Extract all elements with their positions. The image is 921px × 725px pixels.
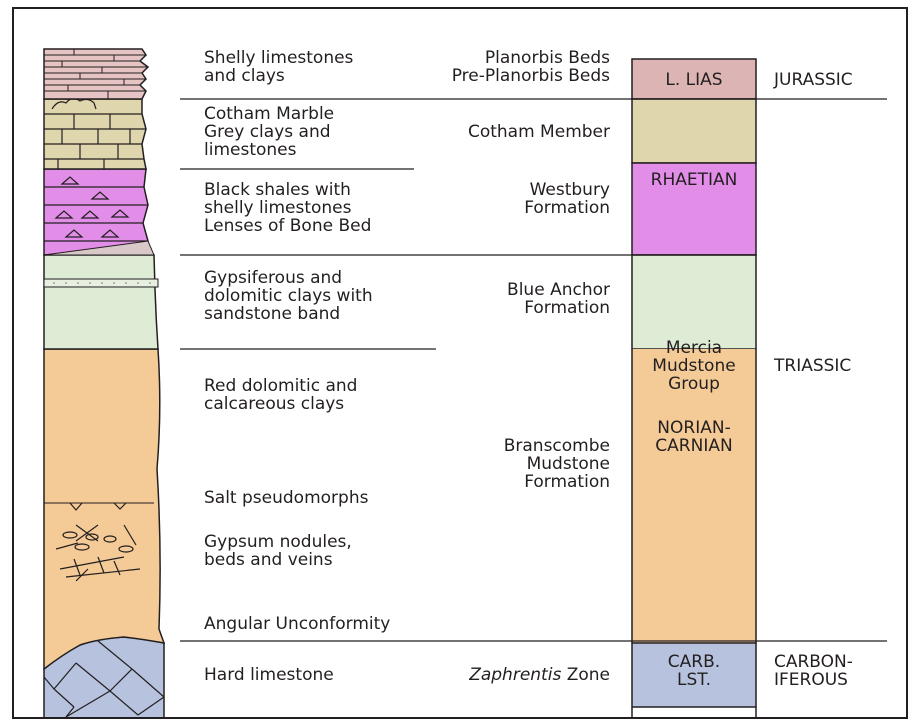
sandstone-band (44, 279, 158, 287)
formation-blue-anchor: Formation (524, 298, 610, 318)
desc-black-shales: Black shales with (204, 180, 351, 200)
desc-red-clays: Red dolomitic and (204, 376, 357, 396)
stage-mercia: Group (668, 374, 720, 394)
formation-names: Planorbis Beds Pre-Planorbis Beds Cotham… (452, 48, 610, 685)
stage-norian-carnian: NORIAN- (657, 418, 730, 438)
desc-gypsiferous: sandstone band (204, 304, 340, 324)
formation-westbury: Formation (524, 198, 610, 218)
desc-gypsum: beds and veins (204, 550, 333, 570)
formation-zaphrentis-zone: Zaphrentis Zone (468, 665, 610, 685)
formation-branscombe: Mudstone (527, 454, 610, 474)
stage-carb-lst: LST. (677, 670, 711, 690)
desc-cotham: Grey clays and (204, 122, 331, 142)
stage-box-blue-anchor (632, 255, 756, 349)
desc-gypsiferous: Gypsiferous and (204, 268, 342, 288)
stage-rhaetian: RHAETIAN (651, 170, 738, 190)
desc-gypsum: Gypsum nodules, (204, 532, 352, 552)
desc-red-clays: calcareous clays (204, 394, 344, 414)
lithology-column (44, 49, 164, 719)
system-carboniferous: IFEROUS (774, 670, 848, 690)
desc-shelly-limestones: and clays (204, 66, 285, 86)
lithology-branscombe-mudstone (44, 349, 164, 669)
stratigraphic-column-diagram: Shelly limestones and clays Cotham Marbl… (14, 9, 908, 719)
formation-planorbis: Planorbis Beds (485, 48, 610, 68)
formation-branscombe: Branscombe (504, 436, 610, 456)
system-jurassic: JURASSIC (773, 70, 853, 90)
desc-hard-limestone: Hard limestone (204, 665, 334, 685)
desc-unconformity: Angular Unconformity (204, 614, 390, 634)
formation-westbury: Westbury (530, 180, 610, 200)
formation-branscombe: Formation (524, 472, 610, 492)
desc-gypsiferous: dolomitic clays with (204, 286, 373, 306)
desc-salt: Salt pseudomorphs (204, 488, 369, 508)
desc-black-shales: shelly limestones (204, 198, 352, 218)
system-triassic: TRIASSIC (773, 356, 851, 376)
formation-planorbis: Pre-Planorbis Beds (452, 66, 610, 86)
stage-mercia: Mudstone (652, 356, 735, 376)
stage-l-lias: L. LIAS (665, 70, 722, 90)
desc-black-shales: Lenses of Bone Bed (204, 216, 371, 236)
stage-carb-lst: CARB. (668, 652, 720, 672)
formation-cotham-member: Cotham Member (468, 122, 610, 142)
lithology-blue-anchor (44, 255, 158, 349)
formation-blue-anchor: Blue Anchor (507, 280, 610, 300)
stage-box-rhaetian-upper (632, 99, 756, 163)
system-carboniferous: CARBON- (774, 652, 853, 672)
figure-frame: Shelly limestones and clays Cotham Marbl… (12, 7, 908, 719)
stage-norian-carnian: CARNIAN (655, 436, 732, 456)
desc-shelly-limestones: Shelly limestones (204, 48, 354, 68)
system-labels: JURASSIC TRIASSIC CARBON- IFEROUS (773, 70, 853, 690)
lithology-descriptions: Shelly limestones and clays Cotham Marbl… (204, 48, 390, 685)
lithology-westbury (44, 169, 148, 255)
desc-cotham: Cotham Marble (204, 104, 334, 124)
desc-cotham: limestones (204, 140, 297, 160)
stage-mercia: Mercia (666, 338, 722, 358)
